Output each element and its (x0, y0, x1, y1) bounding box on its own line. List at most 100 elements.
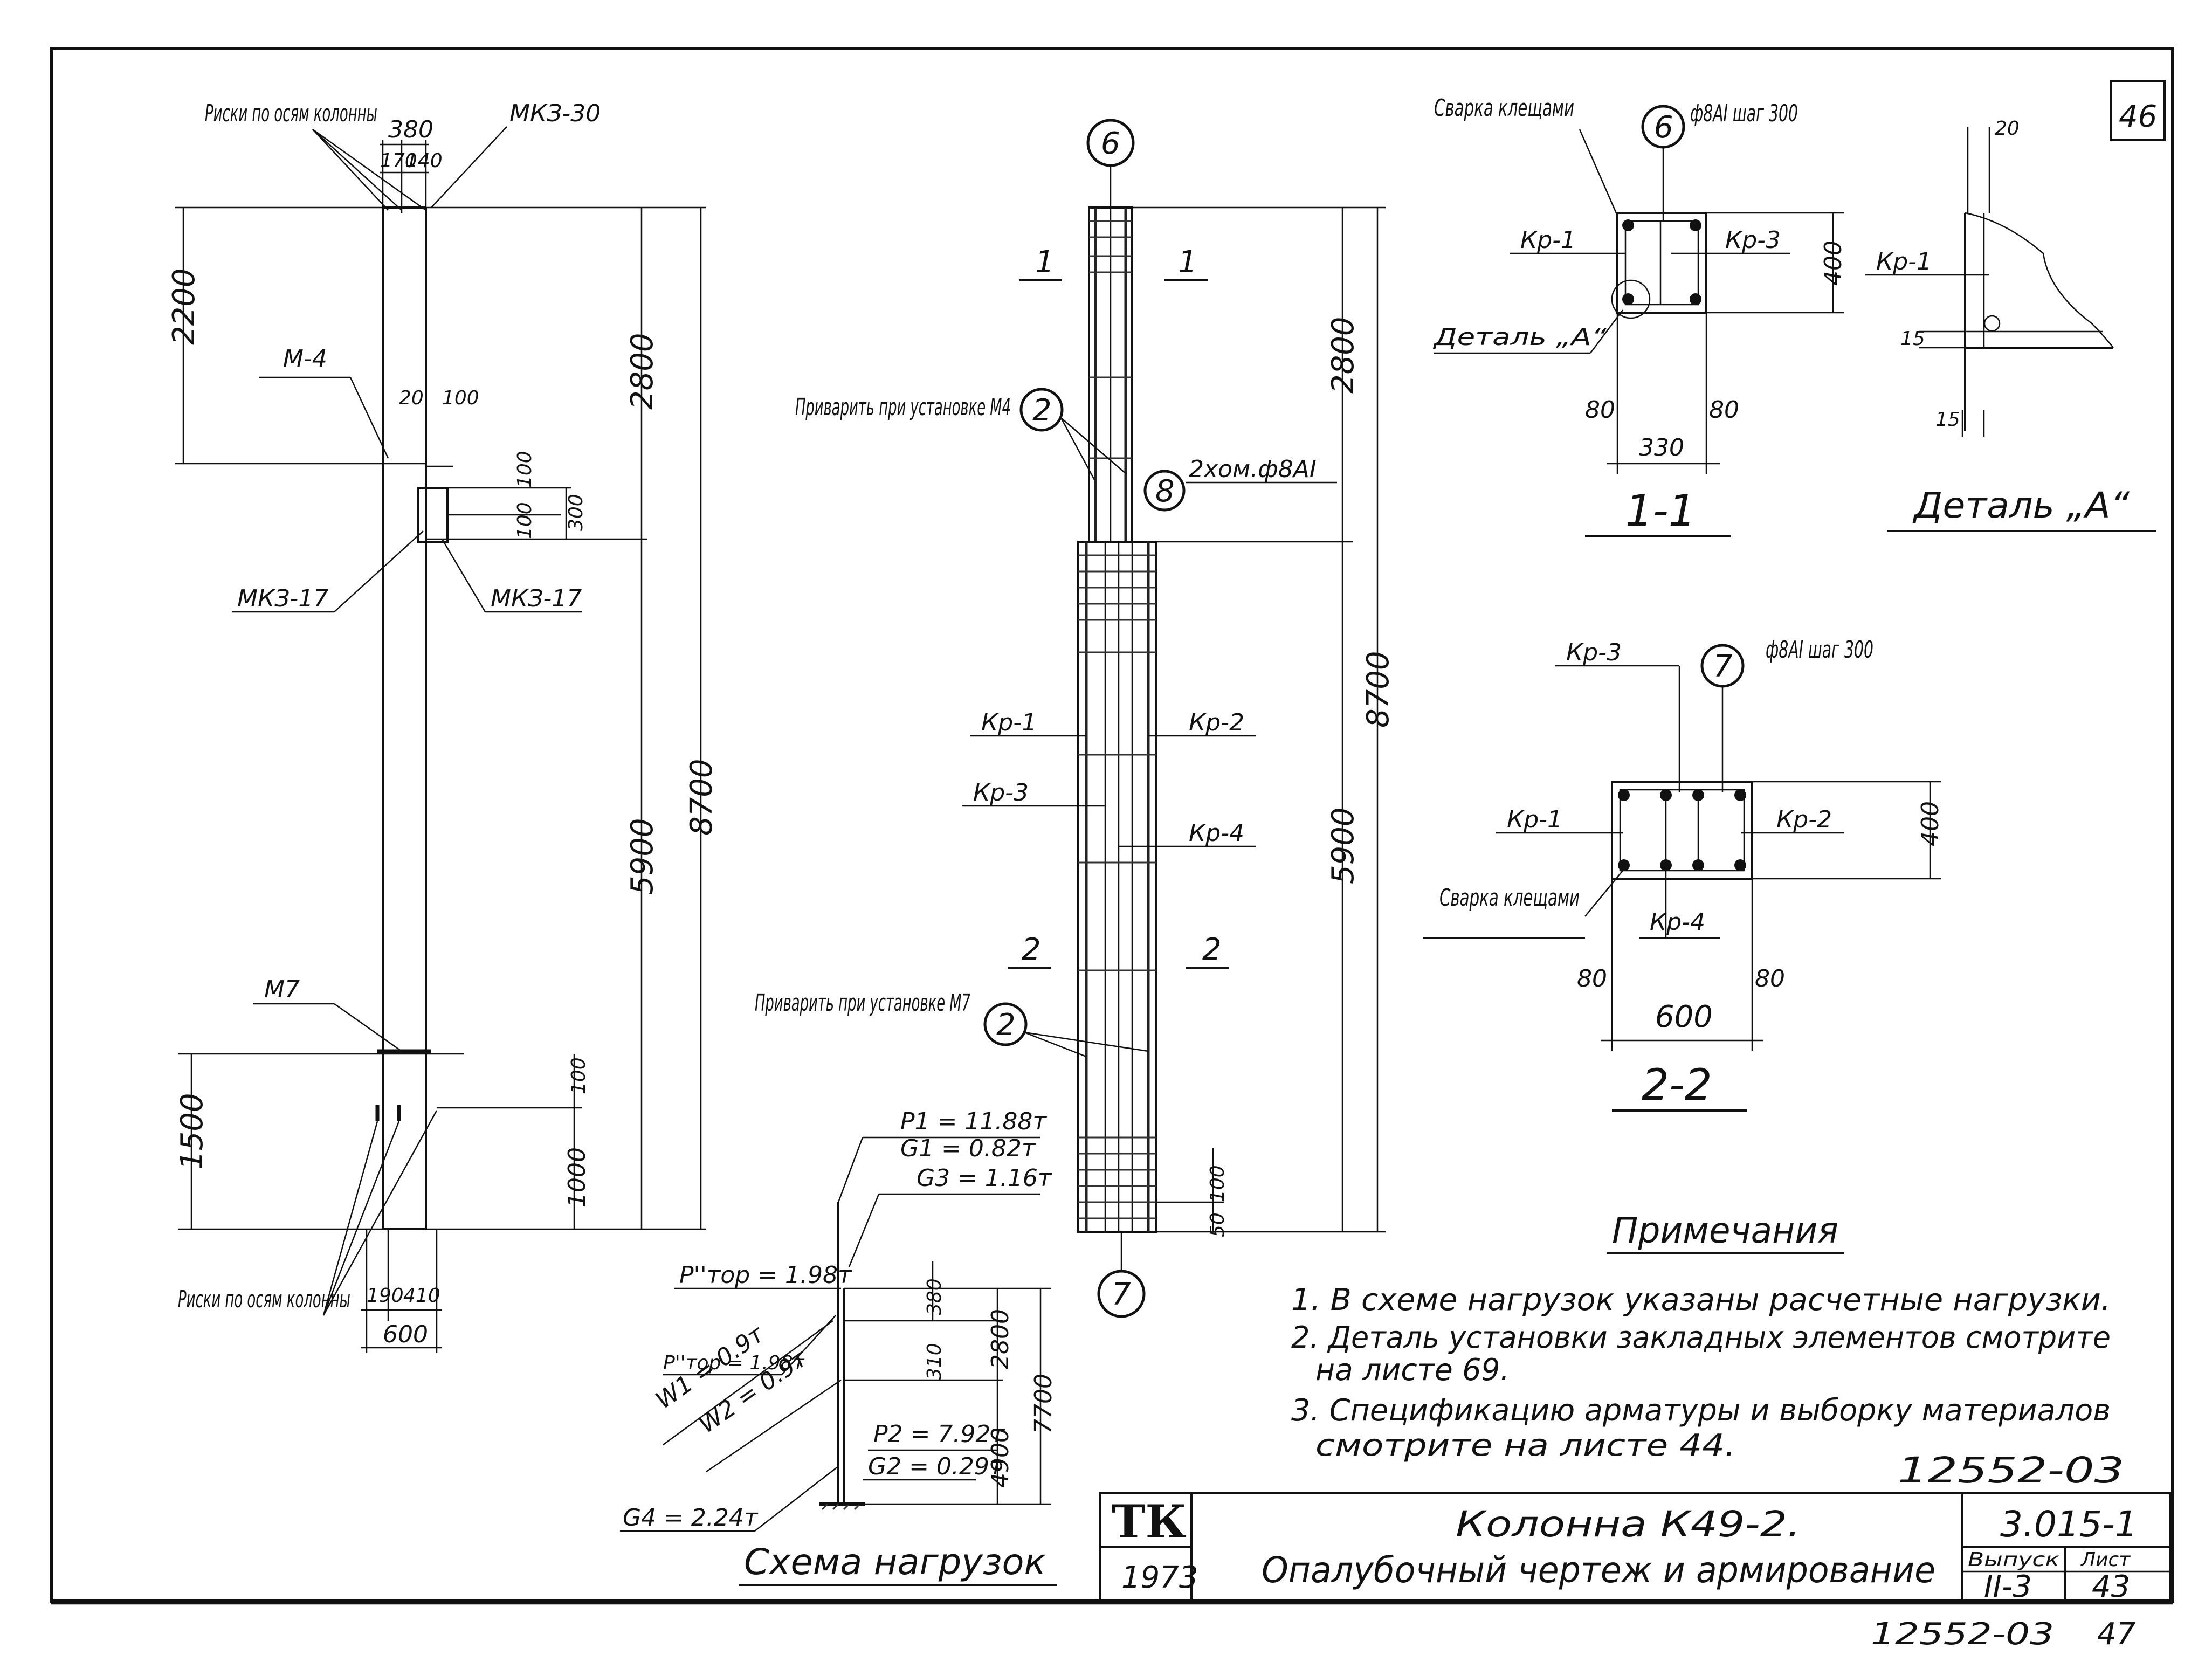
leader-line (1060, 417, 1095, 480)
support-hatch (821, 1503, 829, 1511)
position-circle-8 (1143, 470, 1186, 512)
position-circle-2b (983, 1002, 1028, 1046)
leader-line (441, 539, 486, 612)
leader-line (848, 1194, 880, 1267)
mark-m4: М-4 (283, 345, 327, 373)
detail-a-label-1: Деталь „А“ (1433, 323, 1607, 351)
dim-50-mid: 50 (1207, 1212, 1229, 1237)
sheet-frame (50, 47, 2174, 1603)
elevation-left: 380 170 140 Риски по осям колонны МКЗ-30… (167, 100, 719, 1353)
weld-note-m7: Приварить при установке М7 (755, 989, 970, 1017)
section-1-1: 6 ф8АI шаг 300 Сварка клещами Кр-1 Кр-3 … (1433, 94, 1847, 537)
dim-2200: 2200 (167, 268, 202, 345)
rebar-dot (1692, 859, 1704, 871)
dim-380-scheme: 380 (924, 1278, 946, 1315)
position-label-2a: 2 (1032, 393, 1052, 428)
title-line-2: Опалубочный чертеж и армирование (1262, 1549, 1935, 1591)
column-lower-outline (1077, 541, 1157, 1233)
section-1-1-stirrup (1624, 220, 1699, 306)
position-label-7: 7 (1713, 649, 1733, 684)
detail-a-callout (1611, 279, 1651, 319)
dim-410: 410 (403, 1285, 440, 1307)
leader-line (1060, 417, 1127, 475)
series-number: 3.015-1 (2000, 1504, 2138, 1545)
note-line-1: 1. В схеме нагрузок указаны расчетные на… (1291, 1282, 2111, 1318)
load-scheme: P1 = 11.88т G1 = 0.82т G3 = 1.16т P''тор… (620, 1108, 1057, 1586)
leader-line (349, 377, 389, 459)
section-mark-2-right: 2 (1202, 932, 1222, 967)
dim-80a-1: 80 (1585, 396, 1615, 424)
position-label-6: 6 (1654, 110, 1673, 145)
dim-400-2: 400 (1917, 801, 1944, 846)
position-label-8: 8 (1155, 474, 1175, 509)
rebar-dot (1734, 789, 1746, 801)
hoops-label: 2хом.ф8АI (1189, 456, 1317, 483)
bar-spec-2: ф8АI шаг 300 (1766, 636, 1873, 664)
support-hatch (843, 1503, 850, 1511)
rebar-dot (1690, 219, 1701, 231)
dim-2800-mid: 2800 (1326, 316, 1361, 394)
leader-line (312, 129, 389, 211)
rebar-dot (1734, 859, 1746, 871)
section-2-2: Кр-3 7 ф8АI шаг 300 Кр-1 Кр-2 400 Сварка… (1423, 636, 1944, 1112)
leader-line (322, 1121, 400, 1316)
section-2-2-stirrup (1619, 789, 1745, 872)
kr3-label: Кр-3 (973, 779, 1029, 806)
dim-330-1: 330 (1639, 434, 1684, 461)
load-scheme-title: Схема нагрузок (744, 1541, 1046, 1583)
kr4-label: Кр-4 (1189, 819, 1244, 847)
rebar-dot (1622, 219, 1634, 231)
support-hatch (832, 1503, 839, 1511)
rebar-dot (1660, 859, 1672, 871)
load-p2: P2 = 7.92т (873, 1420, 1005, 1448)
load-line (663, 1320, 833, 1446)
weld-label-2: Сварка клещами (1439, 884, 1580, 912)
mark-mkz17-right: МКЗ-17 (491, 585, 582, 612)
rebar-dot (1660, 789, 1672, 801)
leader-line (837, 1137, 864, 1203)
elevation-middle: 6 7 (755, 119, 1396, 1318)
detail-a-dim-15b: 15 (1935, 409, 1960, 431)
mark-m7: М7 (264, 976, 300, 1003)
doc-number: 12552-03 (1898, 1450, 2124, 1491)
title-line-1: Колонна К49-2. (1456, 1504, 1801, 1545)
dim-400-1: 400 (1820, 240, 1847, 286)
issue-value: II-3 (1984, 1569, 2032, 1604)
dim-100a: 100 (442, 387, 479, 409)
leader-line (754, 1466, 839, 1532)
detail-a: 20 Кр-1 15 15 Деталь „А“ (1865, 118, 2156, 532)
page-number: 46 (2119, 99, 2157, 134)
axis-label-7: 7 (1112, 1277, 1131, 1312)
note-line-5: смотрите на листе 44. (1315, 1428, 1736, 1463)
sheet-label: Лист (2080, 1549, 2131, 1571)
kr2-label-2: Кр-2 (1776, 806, 1832, 833)
dim-80b-1: 80 (1709, 396, 1739, 424)
kr3-label-2: Кр-3 (1566, 639, 1622, 666)
load-g3: G3 = 1.16т (917, 1164, 1052, 1192)
detail-a-break (1965, 212, 2114, 348)
dim-100-mid: 100 (1207, 1165, 1229, 1202)
kr2-label: Кр-2 (1189, 709, 1244, 736)
dim-80b-2: 80 (1755, 965, 1785, 992)
dim-2800-scheme: 2800 (987, 1309, 1014, 1369)
footer-page: 47 (2097, 1617, 2136, 1652)
bar-spec-1: ф8АI шаг 300 (1690, 100, 1798, 127)
dim-4900-scheme: 4900 (987, 1427, 1014, 1488)
notes-block: Примечания 1. В схеме нагрузок указаны р… (1291, 1210, 2124, 1491)
detail-a-dim-20: 20 (1995, 118, 2020, 140)
dim-8700: 8700 (684, 758, 719, 836)
dim-100b: 100 (514, 451, 536, 488)
load-g1: G1 = 0.82т (900, 1135, 1036, 1162)
dim-top-b: 140 (405, 150, 443, 172)
dim-600-2: 600 (1655, 999, 1713, 1035)
section-1-1-outline (1616, 212, 1707, 314)
leader-line (431, 126, 507, 208)
detail-a-rebar (1983, 315, 2001, 332)
detail-a-title: Деталь „А“ (1912, 485, 2130, 526)
dim-7700-scheme: 7700 (1030, 1374, 1057, 1434)
risks-top-label: Риски по осям колонны (205, 100, 377, 127)
risks-bottom-label: Риски по осям колонны (178, 1286, 350, 1313)
dim-600: 600 (383, 1321, 428, 1348)
dim-80a-2: 80 (1577, 965, 1607, 992)
